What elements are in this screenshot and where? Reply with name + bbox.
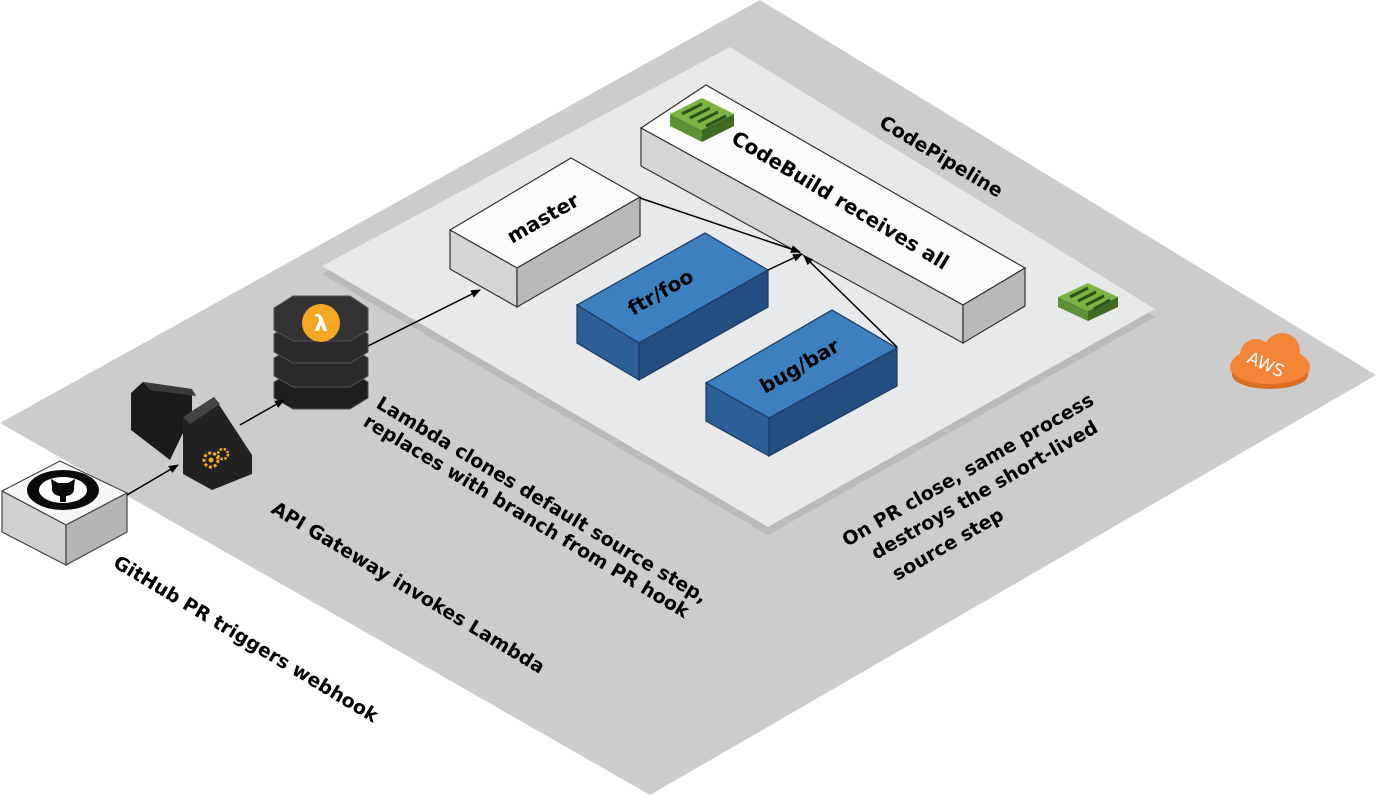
- arrow-master-to-codebuild: [639, 197, 801, 253]
- arrow-ftr-to-codebuild: [767, 253, 803, 271]
- lambda-icon: λ: [302, 304, 340, 342]
- lambda-symbol: λ: [314, 312, 328, 337]
- arrow-api-to-lambda: [239, 399, 285, 426]
- ftr-foo-block: [575, 232, 770, 382]
- github-icon: [27, 470, 99, 510]
- arrow-lambda-to-master: [367, 289, 481, 347]
- master-block: [448, 157, 642, 309]
- arrow-github-to-api: [126, 464, 179, 496]
- arrow-bug-to-codebuild: [803, 255, 898, 348]
- codebuild-corner-icon: [1058, 283, 1118, 321]
- codebuild-icon: [670, 98, 734, 142]
- codebuild-block: [639, 84, 1027, 345]
- bug-bar-block: [704, 309, 899, 458]
- api-gateway-icon: [131, 382, 252, 490]
- aws-cloud-icon: [1230, 333, 1310, 389]
- gear-icon: [202, 447, 230, 469]
